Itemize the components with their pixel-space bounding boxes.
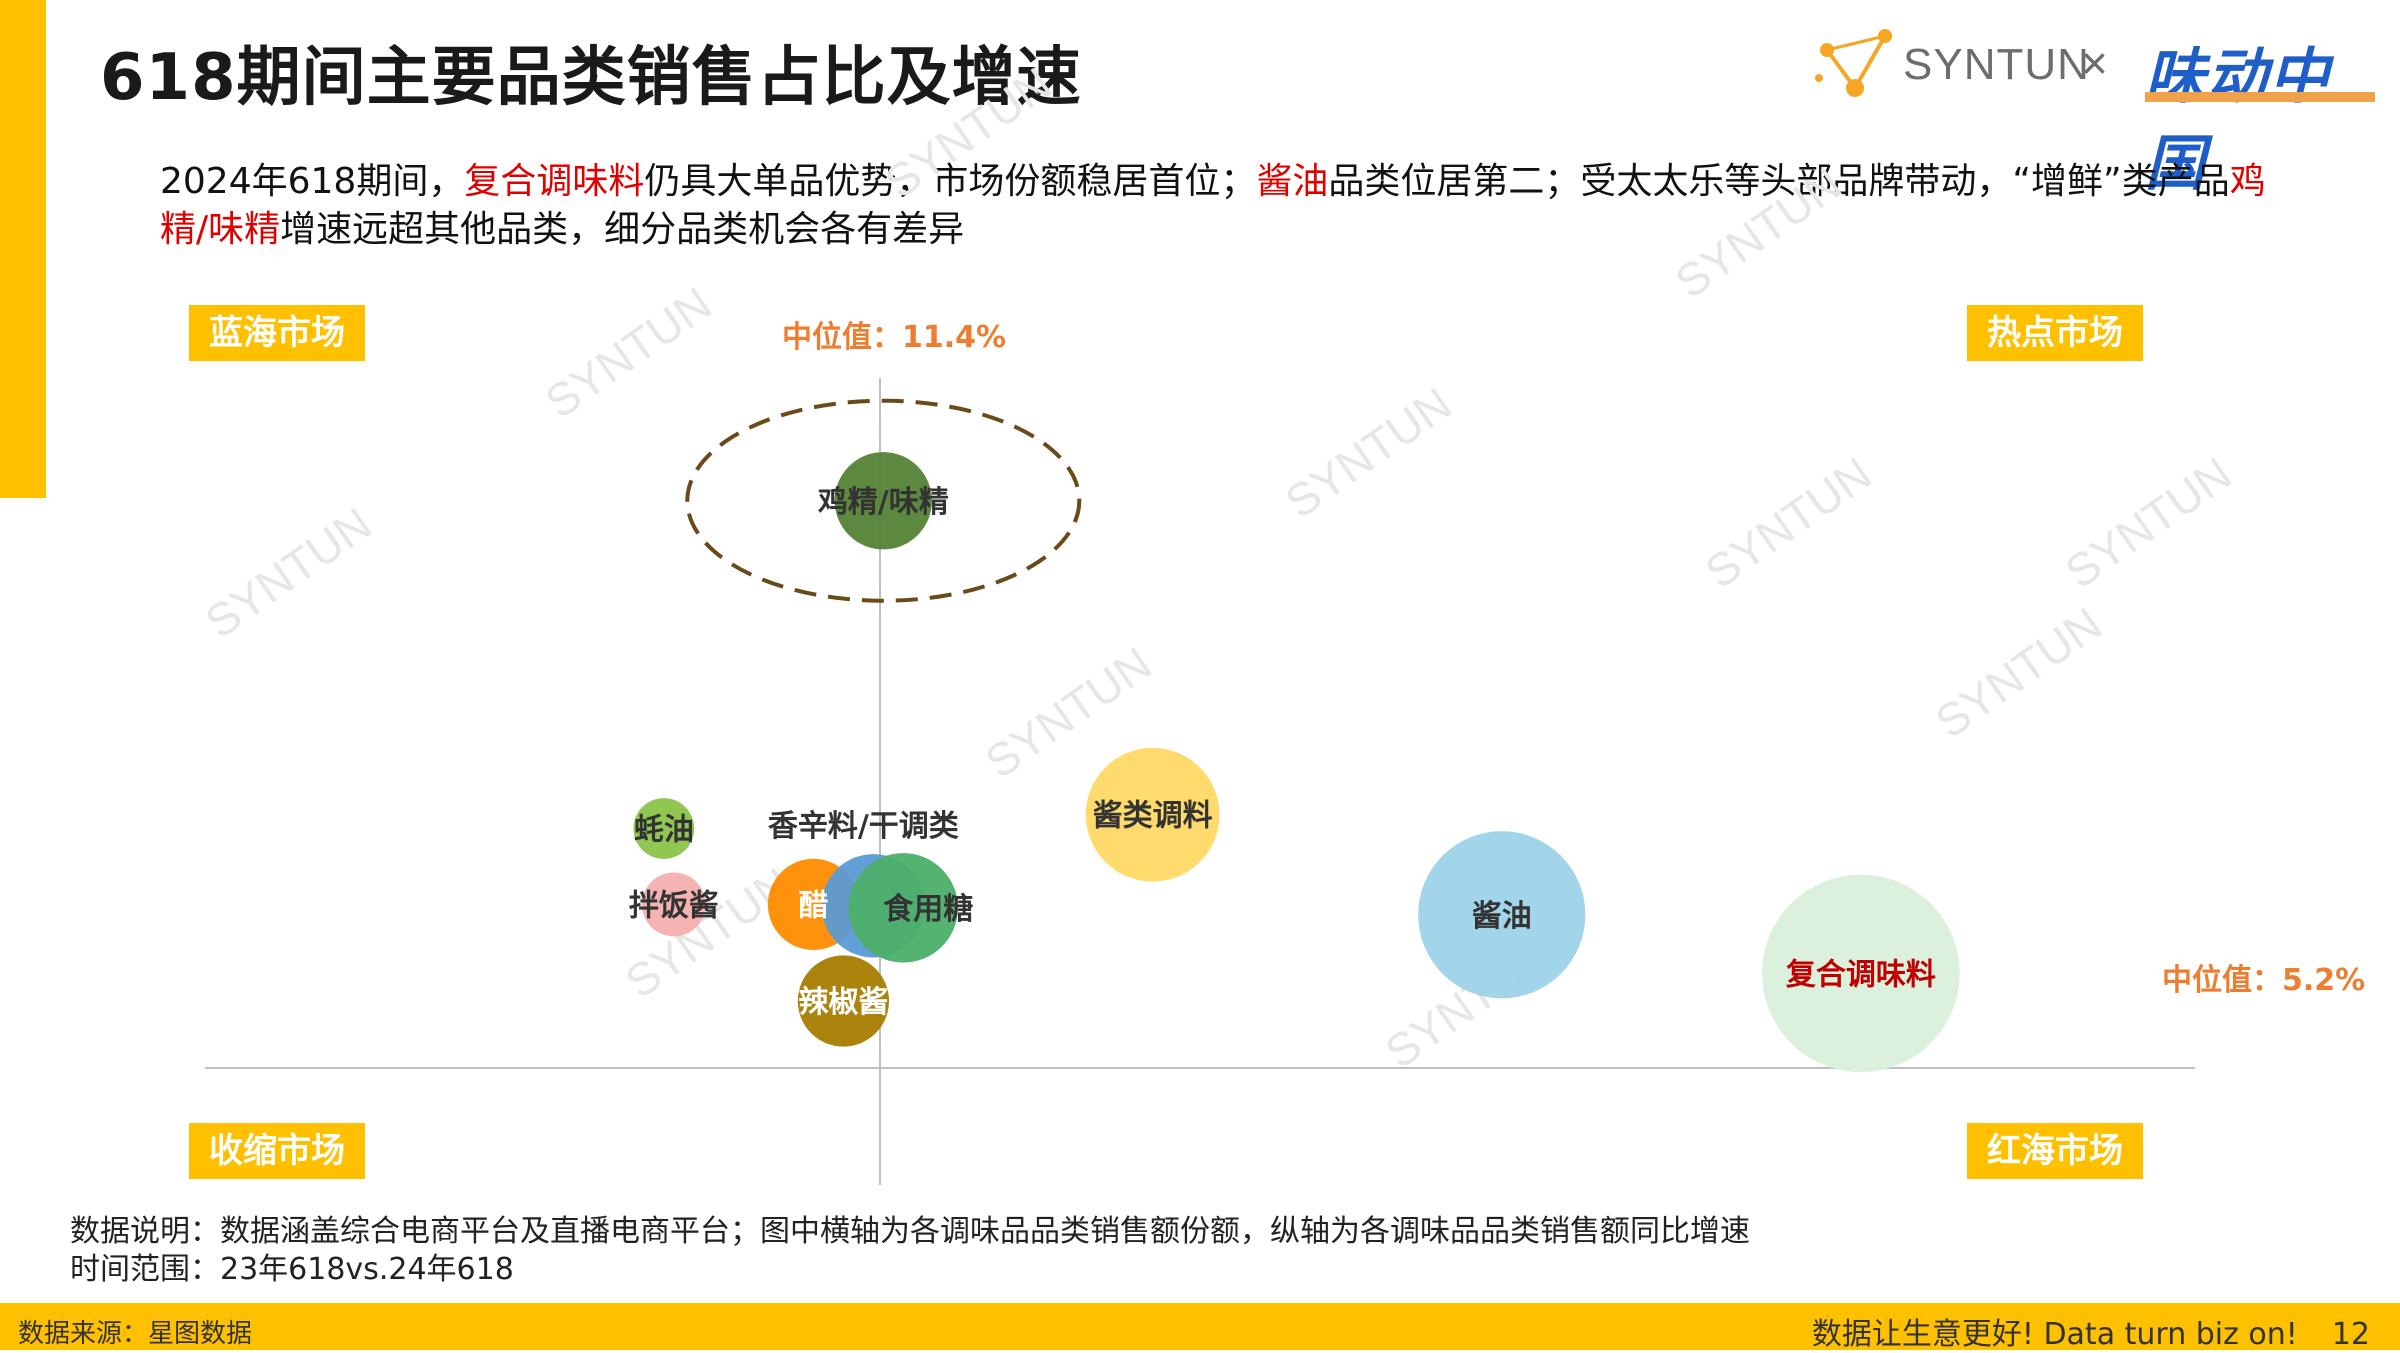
bubble-label: 酱类调料 xyxy=(1093,799,1213,834)
bubble xyxy=(641,872,706,937)
footer-slogan: 数据让生意更好! Data turn biz on! xyxy=(1811,1317,2298,1352)
syntun-logo-icon xyxy=(1815,29,1892,97)
bubble xyxy=(834,452,932,550)
bubble-label: 酱油 xyxy=(1472,899,1532,934)
logo-brand-text: SYNTUN xyxy=(1903,40,2090,89)
watermark-text: SYNTUN xyxy=(1696,447,1881,598)
quadrant-label-top-left: 蓝海市场 xyxy=(189,305,365,361)
accent-side-bar xyxy=(0,0,46,498)
bubble xyxy=(848,853,958,963)
bubble xyxy=(1085,747,1220,882)
logo-separator: × xyxy=(2081,37,2108,89)
footer-slogan-group: 数据让生意更好! Data turn biz on! 12 xyxy=(1812,1309,2370,1353)
highlight-ellipse xyxy=(685,398,1082,603)
page-title: 618期间主要品类销售占比及增速 xyxy=(100,41,1082,115)
bubble xyxy=(1762,874,1960,1073)
summary-highlight: 酱油 xyxy=(1256,161,1329,202)
bubble-label: 拌饭酱 xyxy=(629,888,719,923)
watermark-text: SYNTUN xyxy=(1276,377,1461,528)
quadrant-label-top-right: 热点市场 xyxy=(1967,305,2143,361)
median-y-label: 中位值：5.2% xyxy=(2162,963,2366,998)
brand-logo: SYNTUN × 味动中国 xyxy=(1815,22,2380,199)
bubble-label: 食用糖 xyxy=(883,892,973,927)
watermark-text: SYNTUN xyxy=(196,497,381,648)
summary-highlight: 鸡精/味精 xyxy=(160,161,2266,250)
median-x-label: 中位值：11.4% xyxy=(782,320,1007,355)
watermark-text: SYNTUN xyxy=(536,277,721,428)
watermark-text: SYNTUN xyxy=(616,857,801,1008)
watermark-text: SYNTUN xyxy=(876,57,1061,208)
footer-bar: 数据来源：星图数据 数据让生意更好! Data turn biz on! 12 xyxy=(0,1303,2400,1353)
bubble xyxy=(1418,831,1586,999)
data-notes: 数据说明：数据涵盖综合电商平台及直播电商平台；图中横轴为各调味品品类销售额份额，… xyxy=(70,1213,1750,1289)
logo-partner-underline xyxy=(2145,92,2375,102)
summary-part: 品类位居第二；受太太乐等头部品牌带动，“增鲜”类产品 xyxy=(1328,161,2230,202)
bubble xyxy=(633,798,695,859)
quadrant-label-bottom-left: 收缩市场 xyxy=(189,1123,365,1179)
quadrant-label-bottom-right: 红海市场 xyxy=(1967,1123,2143,1179)
watermark-text: SYNTUN xyxy=(1666,157,1851,308)
watermark-text: SYNTUN xyxy=(2056,447,2241,598)
bubble-label: 复合调味料 xyxy=(1786,957,1936,992)
summary-highlight: 复合调味料 xyxy=(464,161,645,202)
footer-source: 数据来源：星图数据 xyxy=(18,1319,253,1349)
bubble xyxy=(797,955,890,1047)
summary-part: 增速远超其他品类，细分品类机会各有差异 xyxy=(280,209,965,250)
bubble-label: 鸡精/味精 xyxy=(818,485,949,520)
data-note-line: 时间范围：23年618vs.24年618 xyxy=(70,1252,514,1287)
summary-part: 2024年618期间， xyxy=(160,161,465,202)
bubble-label: 香辛料/干调类 xyxy=(768,809,959,844)
page-number: 12 xyxy=(2331,1317,2370,1352)
watermark-text: SYNTUN xyxy=(1926,597,2111,748)
bubble-label: 辣椒酱 xyxy=(798,985,888,1020)
summary-text: 2024年618期间，复合调味料仍具大单品优势，市场份额稳居首位；酱油品类位居第… xyxy=(160,158,2310,254)
bubble-label: 蚝油 xyxy=(634,813,694,848)
summary-part: 仍具大单品优势，市场份额稳居首位； xyxy=(644,161,1257,202)
bubble-label: 醋 xyxy=(798,888,828,923)
data-note-line: 数据说明：数据涵盖综合电商平台及直播电商平台；图中横轴为各调味品品类销售额份额，… xyxy=(70,1214,1750,1249)
